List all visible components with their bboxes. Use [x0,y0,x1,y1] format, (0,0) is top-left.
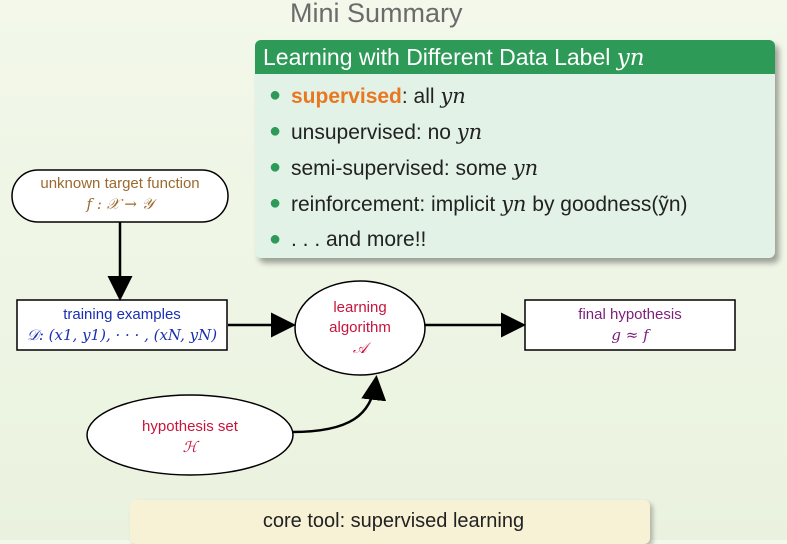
summary-item-unsupervised: ● unsupervised: no yn [269,120,483,145]
summary-header-text: Learning with Different Data Label [263,44,617,70]
target-function-formula: f : 𝒳 → 𝒴 [86,195,154,213]
summary-header: Learning with Different Data Label yn [255,40,775,74]
learning-algorithm-line2: algorithm [329,319,391,336]
summary-item-supervised: ● supervised: all yn [269,84,466,109]
summary-item-text: unsupervised: no [291,121,457,144]
training-examples-title: training examples [63,306,181,323]
learning-algorithm-line1: learning [333,299,387,316]
bullet-icon: ● [269,120,282,142]
summary-item-yn: yn [512,156,539,180]
slide-title: Mini Summary [290,0,463,28]
target-function-label: unknown target function f : 𝒳 → 𝒴 [12,174,228,214]
bullet-icon: ● [269,228,282,250]
summary-header-yn: yn [616,45,645,71]
learning-algorithm-symbol: 𝒜 [352,339,368,357]
summary-item-highlight: supervised [291,85,402,108]
hypothesis-set-shape [86,394,294,476]
summary-box: Learning with Different Data Label yn ● … [255,40,775,258]
learning-algorithm-label: learning algorithm 𝒜 [295,298,425,358]
summary-item-yn: yn [501,192,527,216]
footer-text: core tool: supervised learning [262,510,525,532]
final-hypothesis-label: final hypothesis g ≈ f [525,305,735,345]
summary-item-reinforcement: ● reinforcement: implicit yn by goodness… [269,192,688,217]
summary-item-text: : all [401,85,441,108]
target-function-title: unknown target function [40,175,200,192]
summary-item-suffix: by goodness(ỹn) [526,193,688,216]
hypothesis-set-label: hypothesis set ℋ [87,417,293,457]
hypothesis-set-title: hypothesis set [142,418,238,435]
summary-item-yn: yn [456,120,483,144]
bullet-icon: ● [269,84,282,106]
training-examples-formula: 𝒟: (x1, y1), · · · , (xN, yN) [26,326,218,344]
training-examples-label: training examples 𝒟: (x1, y1), · · · , (… [17,305,227,345]
bullet-icon: ● [269,156,282,178]
summary-item-semi-supervised: ● semi-supervised: some yn [269,156,539,181]
training-examples-shape [16,299,228,351]
final-hypothesis-shape [524,299,736,351]
summary-item-text: . . . and more!! [291,228,427,251]
final-hypothesis-formula: g ≈ f [611,326,649,344]
final-hypothesis-title: final hypothesis [578,306,682,323]
summary-item-text: reinforcement: implicit [291,193,502,216]
summary-item-yn: yn [440,84,466,108]
summary-item-text: semi-supervised: some [291,157,513,180]
arrow-hypothesis-to-algorithm [291,375,387,434]
bullet-icon: ● [269,192,282,214]
summary-item-more: ● . . . and more!! [269,228,427,252]
footer-box [130,500,650,544]
hypothesis-set-symbol: ℋ [182,438,198,456]
